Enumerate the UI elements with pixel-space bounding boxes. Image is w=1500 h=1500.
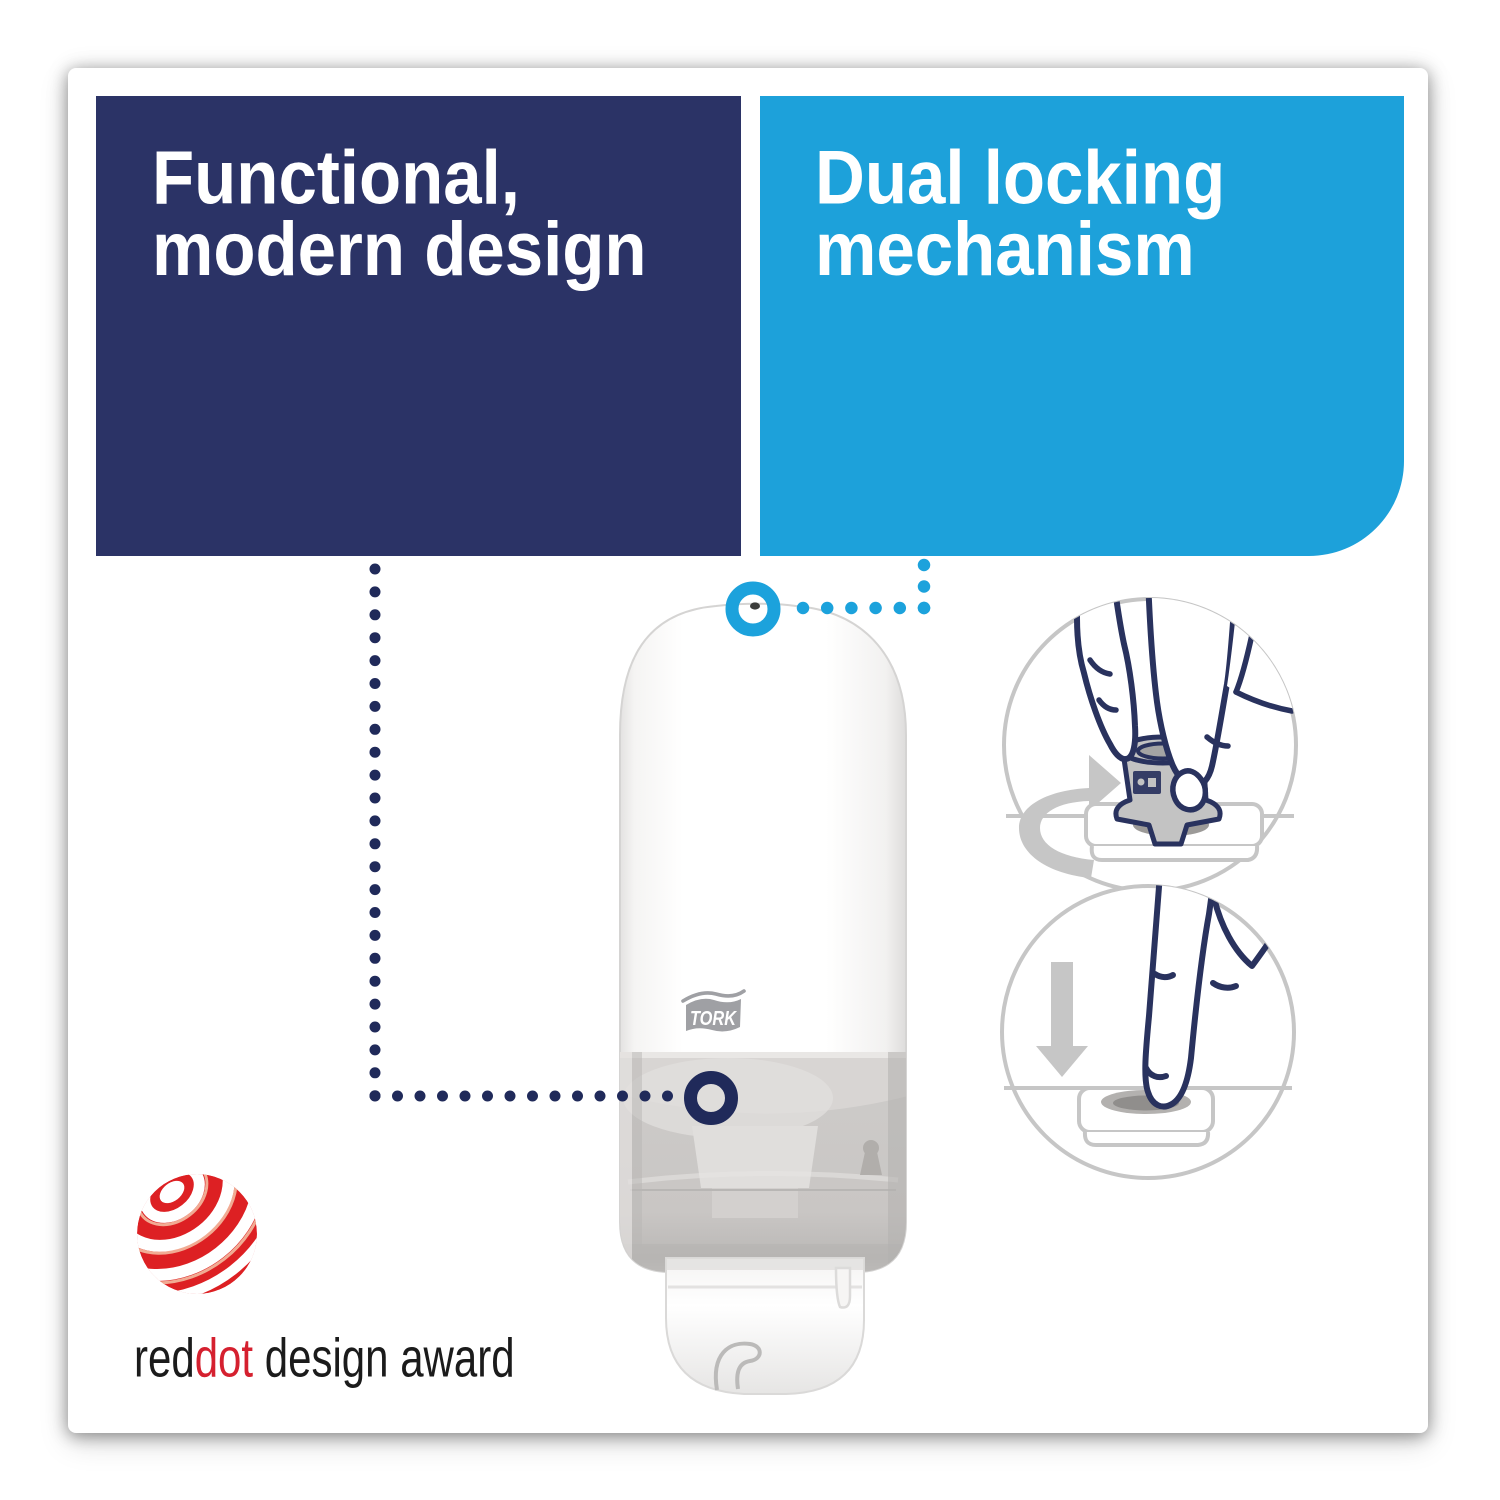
svg-text:TORK: TORK [690, 1008, 737, 1030]
